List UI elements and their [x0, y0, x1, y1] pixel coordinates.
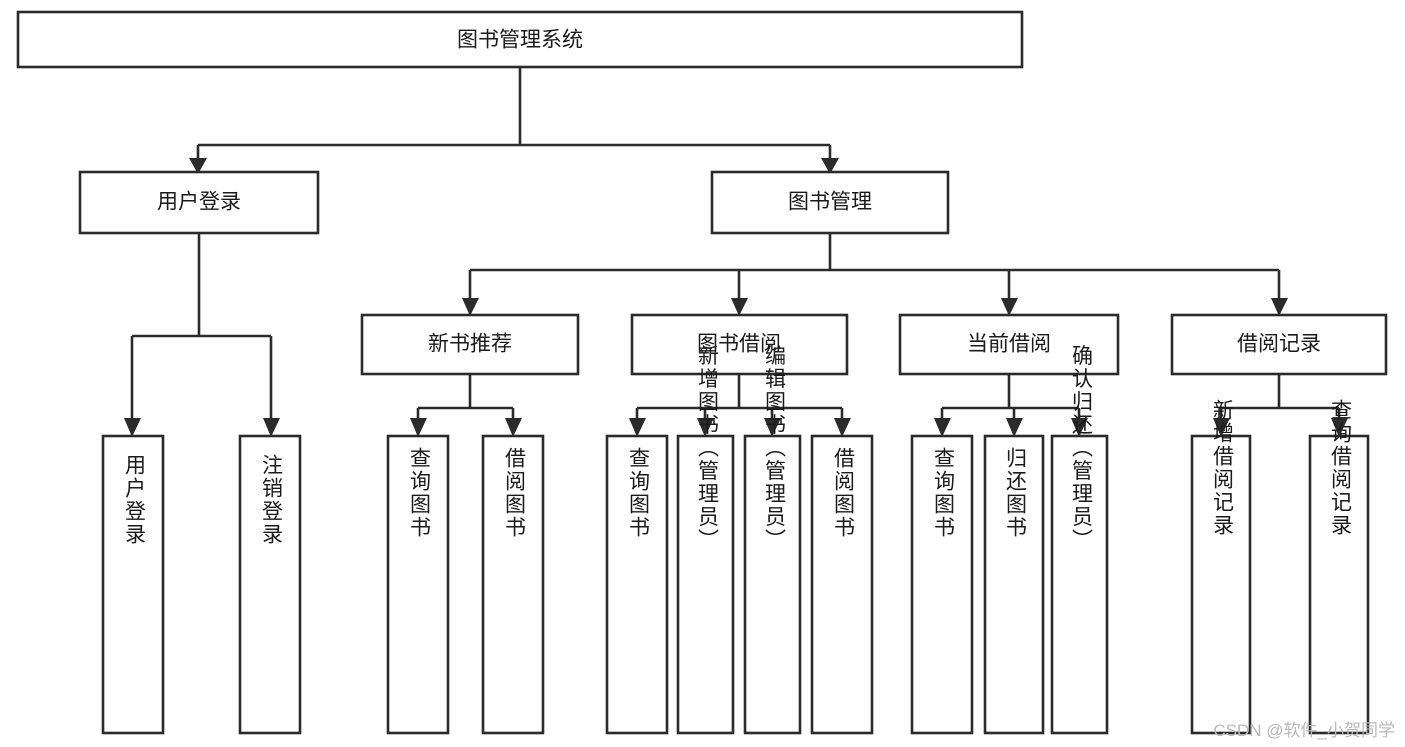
leaf-query-book-2-label: 查询图书	[626, 447, 650, 539]
node-new-book-rec[interactable]: 新书推荐	[360, 313, 580, 376]
book-borrow-label: 图书借阅	[697, 333, 781, 356]
leaf-query-book-1-box[interactable]	[386, 434, 450, 735]
leaf-query-book-3-box[interactable]	[910, 434, 974, 735]
leaf-node-user-login[interactable]: 用户登录	[101, 434, 165, 735]
current-borrow-label: 当前借阅	[967, 333, 1051, 356]
leaf-borrow-book-1-box[interactable]	[481, 434, 545, 735]
root-box[interactable]	[16, 10, 1024, 69]
node-book-manage[interactable]: 图书管理	[710, 170, 950, 235]
arrow-to-leaf-logout	[263, 418, 280, 437]
arrow-to-book-manage	[821, 158, 839, 174]
leaf-query-book-3-label: 查询图书	[931, 447, 955, 539]
arrow-to-borrow-record	[1271, 298, 1288, 316]
leaf-return-book-box[interactable]	[983, 434, 1045, 735]
leaf-logout-box[interactable]	[238, 434, 302, 735]
leaf-node-borrow-book-1[interactable]: 借阅图书	[481, 434, 545, 735]
new-book-rec-box[interactable]	[360, 313, 580, 376]
leaf-add-book-box[interactable]	[676, 434, 735, 735]
root-label: 图书管理系统	[457, 29, 583, 52]
book-manage-box[interactable]	[710, 170, 950, 235]
leaf-return-book-label: 归还图书	[1003, 447, 1027, 539]
node-current-borrow[interactable]: 当前借阅	[898, 313, 1120, 376]
leaf-node-edit-book[interactable]: 编辑图书（管理员）	[743, 345, 802, 735]
leaf-node-borrow-book-2[interactable]: 借阅图书	[810, 434, 874, 735]
leaf-edit-book-label: 编辑图书（管理员）	[762, 345, 786, 552]
arrow-to-book-borrow	[731, 298, 748, 316]
node-book-borrow[interactable]: 图书借阅	[630, 313, 849, 376]
node-root[interactable]: 图书管理系统	[16, 10, 1024, 69]
leaf-node-confirm-return[interactable]: 确认归还（管理员）	[1050, 345, 1109, 735]
leaf-confirm-return-box[interactable]	[1050, 434, 1109, 735]
user-login-box[interactable]	[78, 170, 320, 235]
leaf-node-query-book-2[interactable]: 查询图书	[605, 434, 669, 735]
leaf-edit-book-box[interactable]	[743, 434, 802, 735]
arrow-to-leaf-return-book	[1006, 418, 1023, 437]
leaf-node-return-book[interactable]: 归还图书	[983, 434, 1045, 735]
arrow-to-leaf-edit-book	[764, 418, 781, 437]
arrow-to-leaf-add-record	[1213, 418, 1230, 437]
leaf-node-query-record[interactable]: 查询借阅记录	[1308, 399, 1370, 735]
connector-group	[124, 67, 1348, 437]
arrow-to-leaf-query-record	[1331, 418, 1348, 437]
arrow-to-leaf-query-book-3	[934, 418, 951, 437]
book-borrow-box[interactable]	[630, 313, 849, 376]
arrow-to-leaf-borrow-book-2	[834, 418, 851, 437]
leaf-query-book-1-label: 查询图书	[407, 447, 431, 539]
arrow-to-leaf-user-login	[124, 418, 141, 437]
leaf-query-book-2-box[interactable]	[605, 434, 669, 735]
leaf-logout-label: 注销登录	[259, 454, 283, 546]
leaf-user-login-label: 用户登录	[122, 454, 146, 546]
leaf-query-record-label: 查询借阅记录	[1328, 399, 1352, 537]
user-login-label: 用户登录	[157, 191, 241, 214]
node-user-login[interactable]: 用户登录	[78, 170, 320, 235]
borrow-record-box[interactable]	[1170, 313, 1388, 376]
arrow-to-current-borrow	[1001, 298, 1018, 316]
arrow-to-leaf-query-book-2	[629, 418, 646, 437]
leaf-confirm-return-label: 确认归还（管理员）	[1069, 345, 1093, 552]
arrow-to-leaf-query-book-1	[410, 418, 427, 437]
leaf-add-record-box[interactable]	[1190, 434, 1252, 735]
new-book-rec-label: 新书推荐	[428, 333, 512, 356]
leaf-node-logout[interactable]: 注销登录	[238, 434, 302, 735]
leaf-borrow-book-2-box[interactable]	[810, 434, 874, 735]
current-borrow-box[interactable]	[898, 313, 1120, 376]
arrow-to-new-book-rec	[462, 298, 479, 316]
leaf-node-add-book[interactable]: 新增图书（管理员）	[676, 345, 735, 735]
arrow-to-leaf-add-book	[697, 418, 714, 437]
node-borrow-record[interactable]: 借阅记录	[1170, 313, 1388, 376]
leaf-node-add-record[interactable]: 新增借阅记录	[1190, 399, 1252, 735]
leaf-borrow-book-2-label: 借阅图书	[831, 447, 855, 539]
borrow-record-label: 借阅记录	[1237, 333, 1321, 356]
leaf-add-book-label: 新增图书（管理员）	[695, 345, 719, 552]
leaf-add-record-label: 新增借阅记录	[1210, 399, 1234, 537]
leaf-query-record-box[interactable]	[1308, 434, 1370, 735]
arrow-to-user-login	[189, 158, 207, 174]
arrow-to-leaf-borrow-book-1	[505, 418, 522, 437]
leaf-node-query-book-1[interactable]: 查询图书	[386, 434, 450, 735]
leaf-user-login-box[interactable]	[101, 434, 165, 735]
leaf-node-query-book-3[interactable]: 查询图书	[910, 434, 974, 735]
arrow-to-leaf-confirm-return	[1071, 418, 1088, 437]
book-manage-label: 图书管理	[788, 191, 872, 214]
leaf-borrow-book-1-label: 借阅图书	[502, 447, 526, 539]
